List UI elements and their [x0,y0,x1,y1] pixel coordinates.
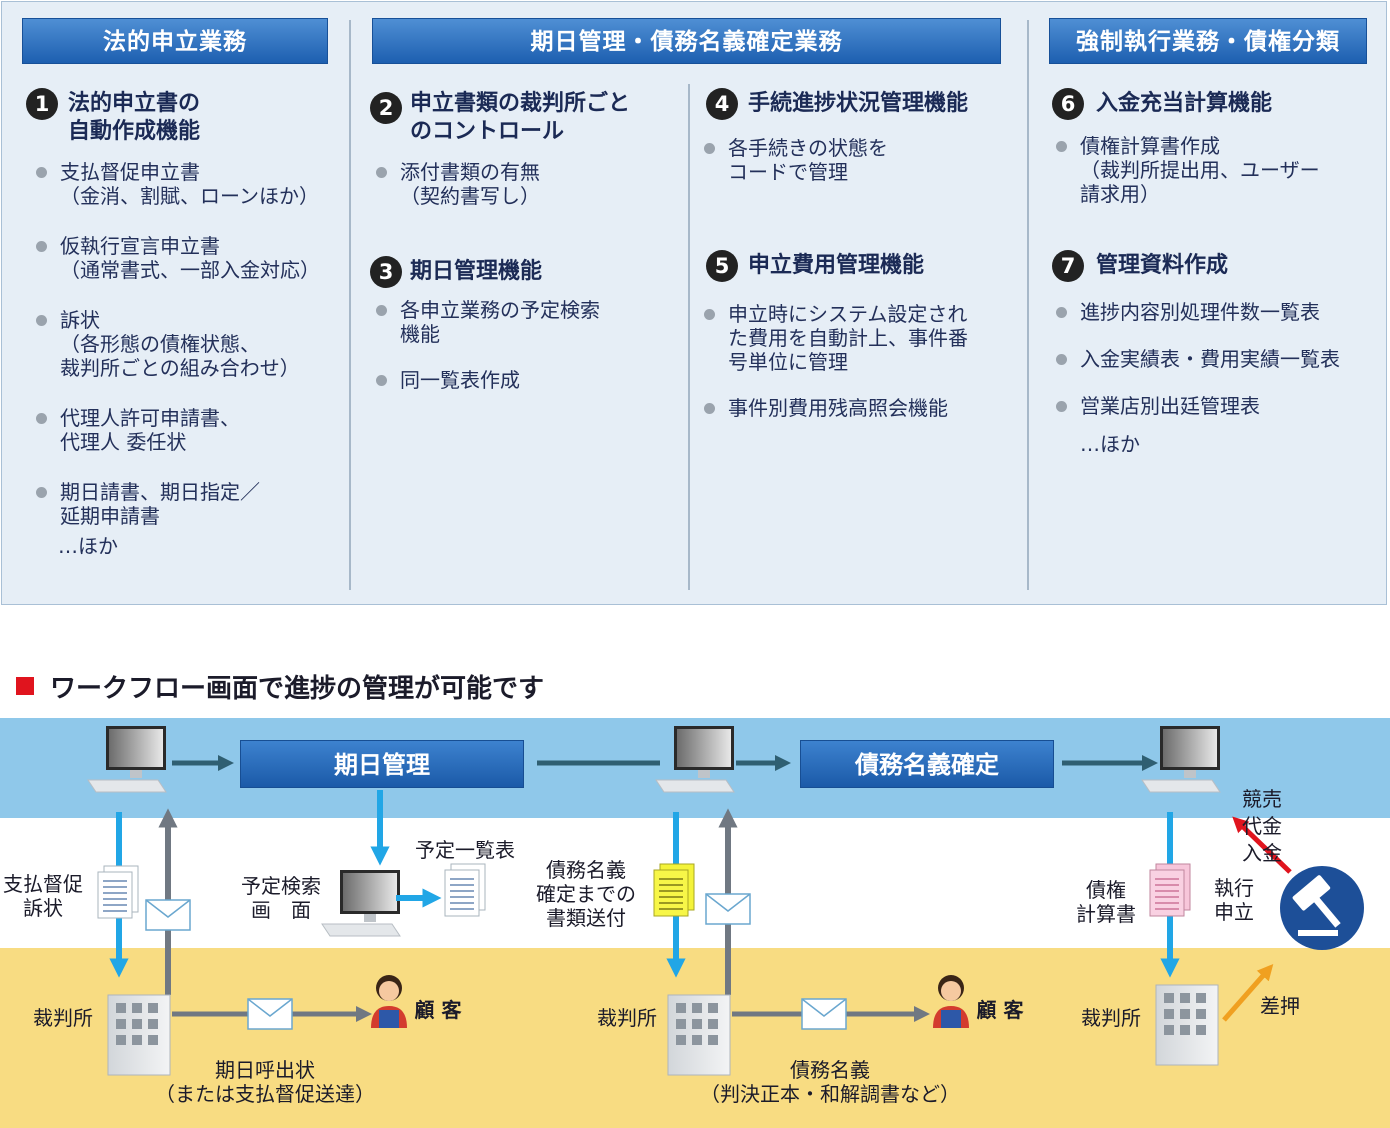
customer-icon [371,975,407,1028]
list-item: 訴状 （各形態の債権状態、 裁判所ごとの組み合わせ） [36,308,346,380]
feature-title-3: 期日管理機能 [410,259,543,284]
list-item: 代理人許可申請書、 代理人 委任状 [36,406,346,454]
label-schedule-list: 予定一覧表 [415,838,515,862]
list-item: 支払督促申立書 （金消、割賦、ローンほか） [36,160,346,208]
list-item: 営業店別出廷管理表 [1056,394,1386,418]
bullet-icon [36,413,47,424]
bullet-icon [1056,307,1067,318]
feature-title-7: 管理資料作成 [1096,253,1229,278]
list-item: 債権計算書作成 （裁判所提出用、ユーザー 請求用） [1056,134,1376,206]
bullet-icon [36,167,47,178]
bullet-icon [704,403,715,414]
more-text: …ほか [58,534,118,558]
features-panel [1,1,1387,605]
header-enforcement: 強制執行業務・債権分類 [1049,18,1367,64]
column-divider [1027,20,1029,590]
bullet-icon [36,315,47,326]
auction-payment-arrow [1232,816,1292,874]
feature-number-6: 6 [1052,88,1084,120]
list-item: 各手続きの状態を コードで管理 [704,136,1022,184]
column-divider [688,84,690,590]
bullet-icon [376,305,387,316]
list-item: 申立時にシステム設定され た費用を自動計上、事件番 号単位に管理 [704,302,1022,374]
list-item: 進捗内容別処理件数一覧表 [1056,300,1386,324]
feature-4-bullets: 各手続きの状態を コードで管理 [704,136,1022,184]
header-legal-filing: 法的申立業務 [22,18,328,64]
feature-number-4: 4 [706,88,738,120]
feature-3-bullets: 各申立業務の予定検索 機能 同一覧表作成 [376,298,676,392]
bullet-icon [704,143,715,154]
feature-title-5: 申立費用管理機能 [748,253,925,278]
label-auction-payment: 競売 代金 入金 [1242,787,1282,865]
feature-title-6: 入金充当計算機能 [1096,91,1273,116]
computer-icon [87,725,167,793]
label-credit-calculation: 債権 計算書 [1076,878,1136,926]
bullet-icon [1056,354,1067,365]
feature-number-5: 5 [706,250,738,282]
column-divider [349,20,351,590]
mail-icon [705,893,751,925]
bullet-icon [36,241,47,252]
label-payment-order: 支払督促 訴状 [3,872,83,920]
label-seizure: 差押 [1260,994,1300,1018]
label-document-send: 債務名義 確定までの 書類送付 [536,858,636,930]
bullet-icon [704,309,715,320]
section-marker-icon [16,677,34,695]
mail-icon [145,899,191,931]
feature-number-3: 3 [370,256,402,288]
workflow-title: ワークフロー画面で進捗の管理が可能です [50,674,545,704]
bullet-icon [376,167,387,178]
bullet-icon [376,375,387,386]
label-court: 裁判所 [33,1006,93,1030]
list-item: 同一覧表作成 [376,368,676,392]
phase-schedule-management: 期日管理 [240,740,524,788]
feature-title-2: 申立書類の裁判所ごと のコントロール [410,91,631,144]
mail-icon [247,998,293,1030]
court-building-icon [1155,984,1219,1066]
list-item: 仮執行宣言申立書 （通常書式、一部入金対応） [36,234,346,282]
label-schedule-screen: 予定検索 画 面 [241,874,321,922]
feature-title-4: 手続進捗状況管理機能 [748,91,969,116]
list-item: 添付書類の有無 （契約書写し） [376,160,676,208]
label-execution-filing: 執行 申立 [1214,876,1254,924]
feature-6-bullets: 債権計算書作成 （裁判所提出用、ユーザー 請求用） [1056,134,1376,206]
customer-icon [933,975,969,1028]
feature-5-bullets: 申立時にシステム設定され た費用を自動計上、事件番 号単位に管理 事件別費用残高… [704,302,1022,420]
document-icon [444,863,486,917]
document-icon [97,865,139,919]
label-summons: 期日呼出状 （または支払督促送達） [155,1058,375,1106]
label-customer: 顧 客 [414,998,462,1022]
more-text: …ほか [1080,432,1140,456]
feature-2-bullets: 添付書類の有無 （契約書写し） [376,160,676,208]
label-court: 裁判所 [597,1006,657,1030]
feature-7-bullets: 進捗内容別処理件数一覧表 入金実績表・費用実績一覧表 営業店別出廷管理表 [1056,300,1386,418]
bullet-icon [1056,141,1067,152]
list-item: 各申立業務の予定検索 機能 [376,298,676,346]
bullet-icon [1056,401,1067,412]
list-item: 入金実績表・費用実績一覧表 [1056,347,1386,371]
feature-number-7: 7 [1052,250,1084,282]
header-schedule-management: 期日管理・債務名義確定業務 [372,18,1001,64]
gavel-icon [1280,866,1364,950]
label-customer: 顧 客 [976,998,1024,1022]
label-title-of-debt: 債務名義 （判決正本・和解調書など） [700,1058,960,1106]
label-court: 裁判所 [1081,1006,1141,1030]
seizure-arrow [1222,963,1274,1022]
feature-1-bullets: 支払督促申立書 （金消、割賦、ローンほか） 仮執行宣言申立書 （通常書式、一部入… [36,160,346,528]
phase-title-confirmation: 債務名義確定 [800,740,1054,788]
bullet-icon [36,487,47,498]
list-item: 事件別費用残高照会機能 [704,396,1022,420]
computer-icon [1141,725,1221,793]
computer-icon [655,725,735,793]
feature-title-1: 法的申立書の 自動作成機能 [68,91,201,144]
yellow-document-icon [653,863,695,917]
pink-document-icon [1149,863,1191,917]
list-item: 期日請書、期日指定／ 延期申請書 [36,480,346,528]
mail-icon [801,998,847,1030]
feature-number-2: 2 [370,92,402,124]
feature-number-1: 1 [26,88,58,120]
